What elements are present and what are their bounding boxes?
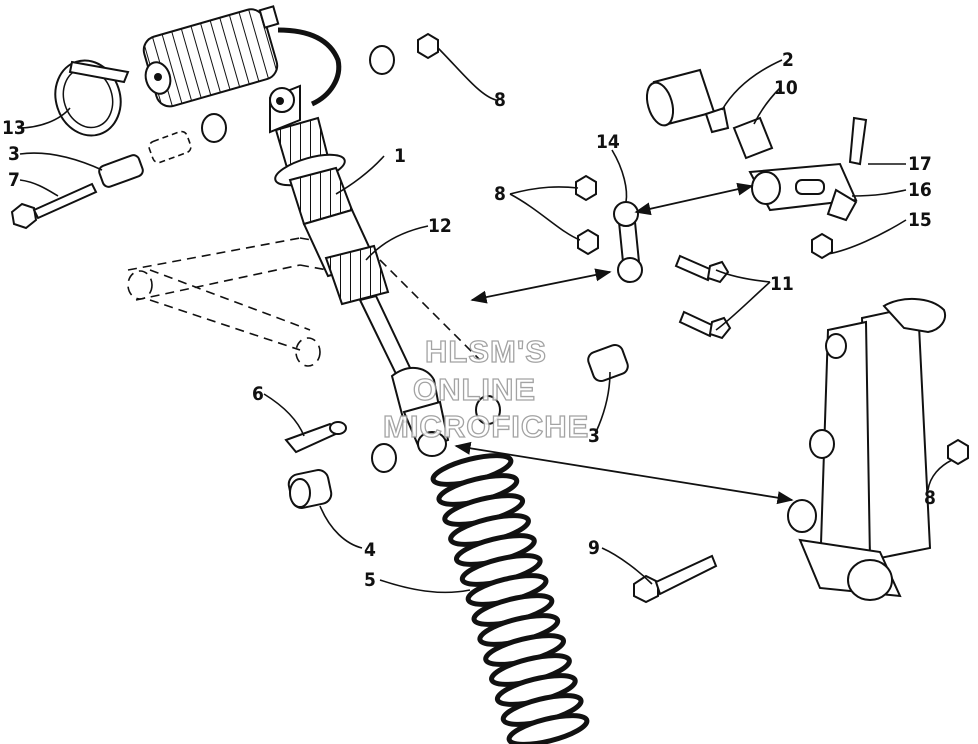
callout-13: 13 (2, 117, 26, 139)
callout-17: 17 (908, 153, 932, 175)
callout-8: 8 (494, 183, 506, 205)
reservoir-canister (142, 5, 342, 108)
callout-10: 10 (774, 77, 798, 99)
hose-clamp (54, 59, 130, 137)
adjuster-assembly (645, 68, 868, 260)
callout-14: 14 (596, 131, 620, 153)
watermark-line-2: ONLINE (413, 372, 536, 407)
callout-3: 3 (588, 425, 600, 447)
callout-15: 15 (908, 209, 932, 231)
linkage-rod (575, 174, 732, 340)
ski-spindle (787, 297, 969, 601)
shock-absorber (269, 84, 450, 457)
callout-4: 4 (364, 539, 376, 561)
callout-2: 2 (782, 49, 794, 71)
spring-coil (506, 713, 590, 744)
assembly-arrows (454, 182, 794, 505)
callout-1: 1 (394, 145, 406, 167)
top-washers (369, 32, 439, 75)
upper-bolt (10, 182, 98, 230)
leader-lines (17, 47, 953, 594)
callout-8: 8 (494, 89, 506, 111)
callout-labels: 1 2 3 3 4 5 6 7 8 8 8 9 10 11 12 13 14 1… (2, 49, 936, 591)
callout-3: 3 (8, 143, 20, 165)
swing-arm-outline (127, 237, 481, 367)
coil-spring (430, 453, 590, 744)
eyelet-bushing (287, 469, 333, 509)
callout-7: 7 (8, 169, 20, 191)
callout-6: 6 (252, 383, 264, 405)
lower-bolt (633, 554, 718, 604)
callout-5: 5 (364, 569, 376, 591)
callout-9: 9 (588, 537, 600, 559)
upper-bushing (98, 113, 227, 188)
watermark: HLSM'S ONLINE MICROFICHE (382, 333, 589, 444)
watermark-line-1: HLSM'S (425, 334, 547, 369)
watermark-line-3: MICROFICHE (383, 409, 589, 444)
callout-12: 12 (428, 215, 452, 237)
grease-fitting (284, 421, 347, 454)
callout-8: 8 (924, 487, 936, 509)
callout-11: 11 (770, 273, 794, 295)
callout-16: 16 (908, 179, 932, 201)
lower-bushing (371, 344, 629, 473)
